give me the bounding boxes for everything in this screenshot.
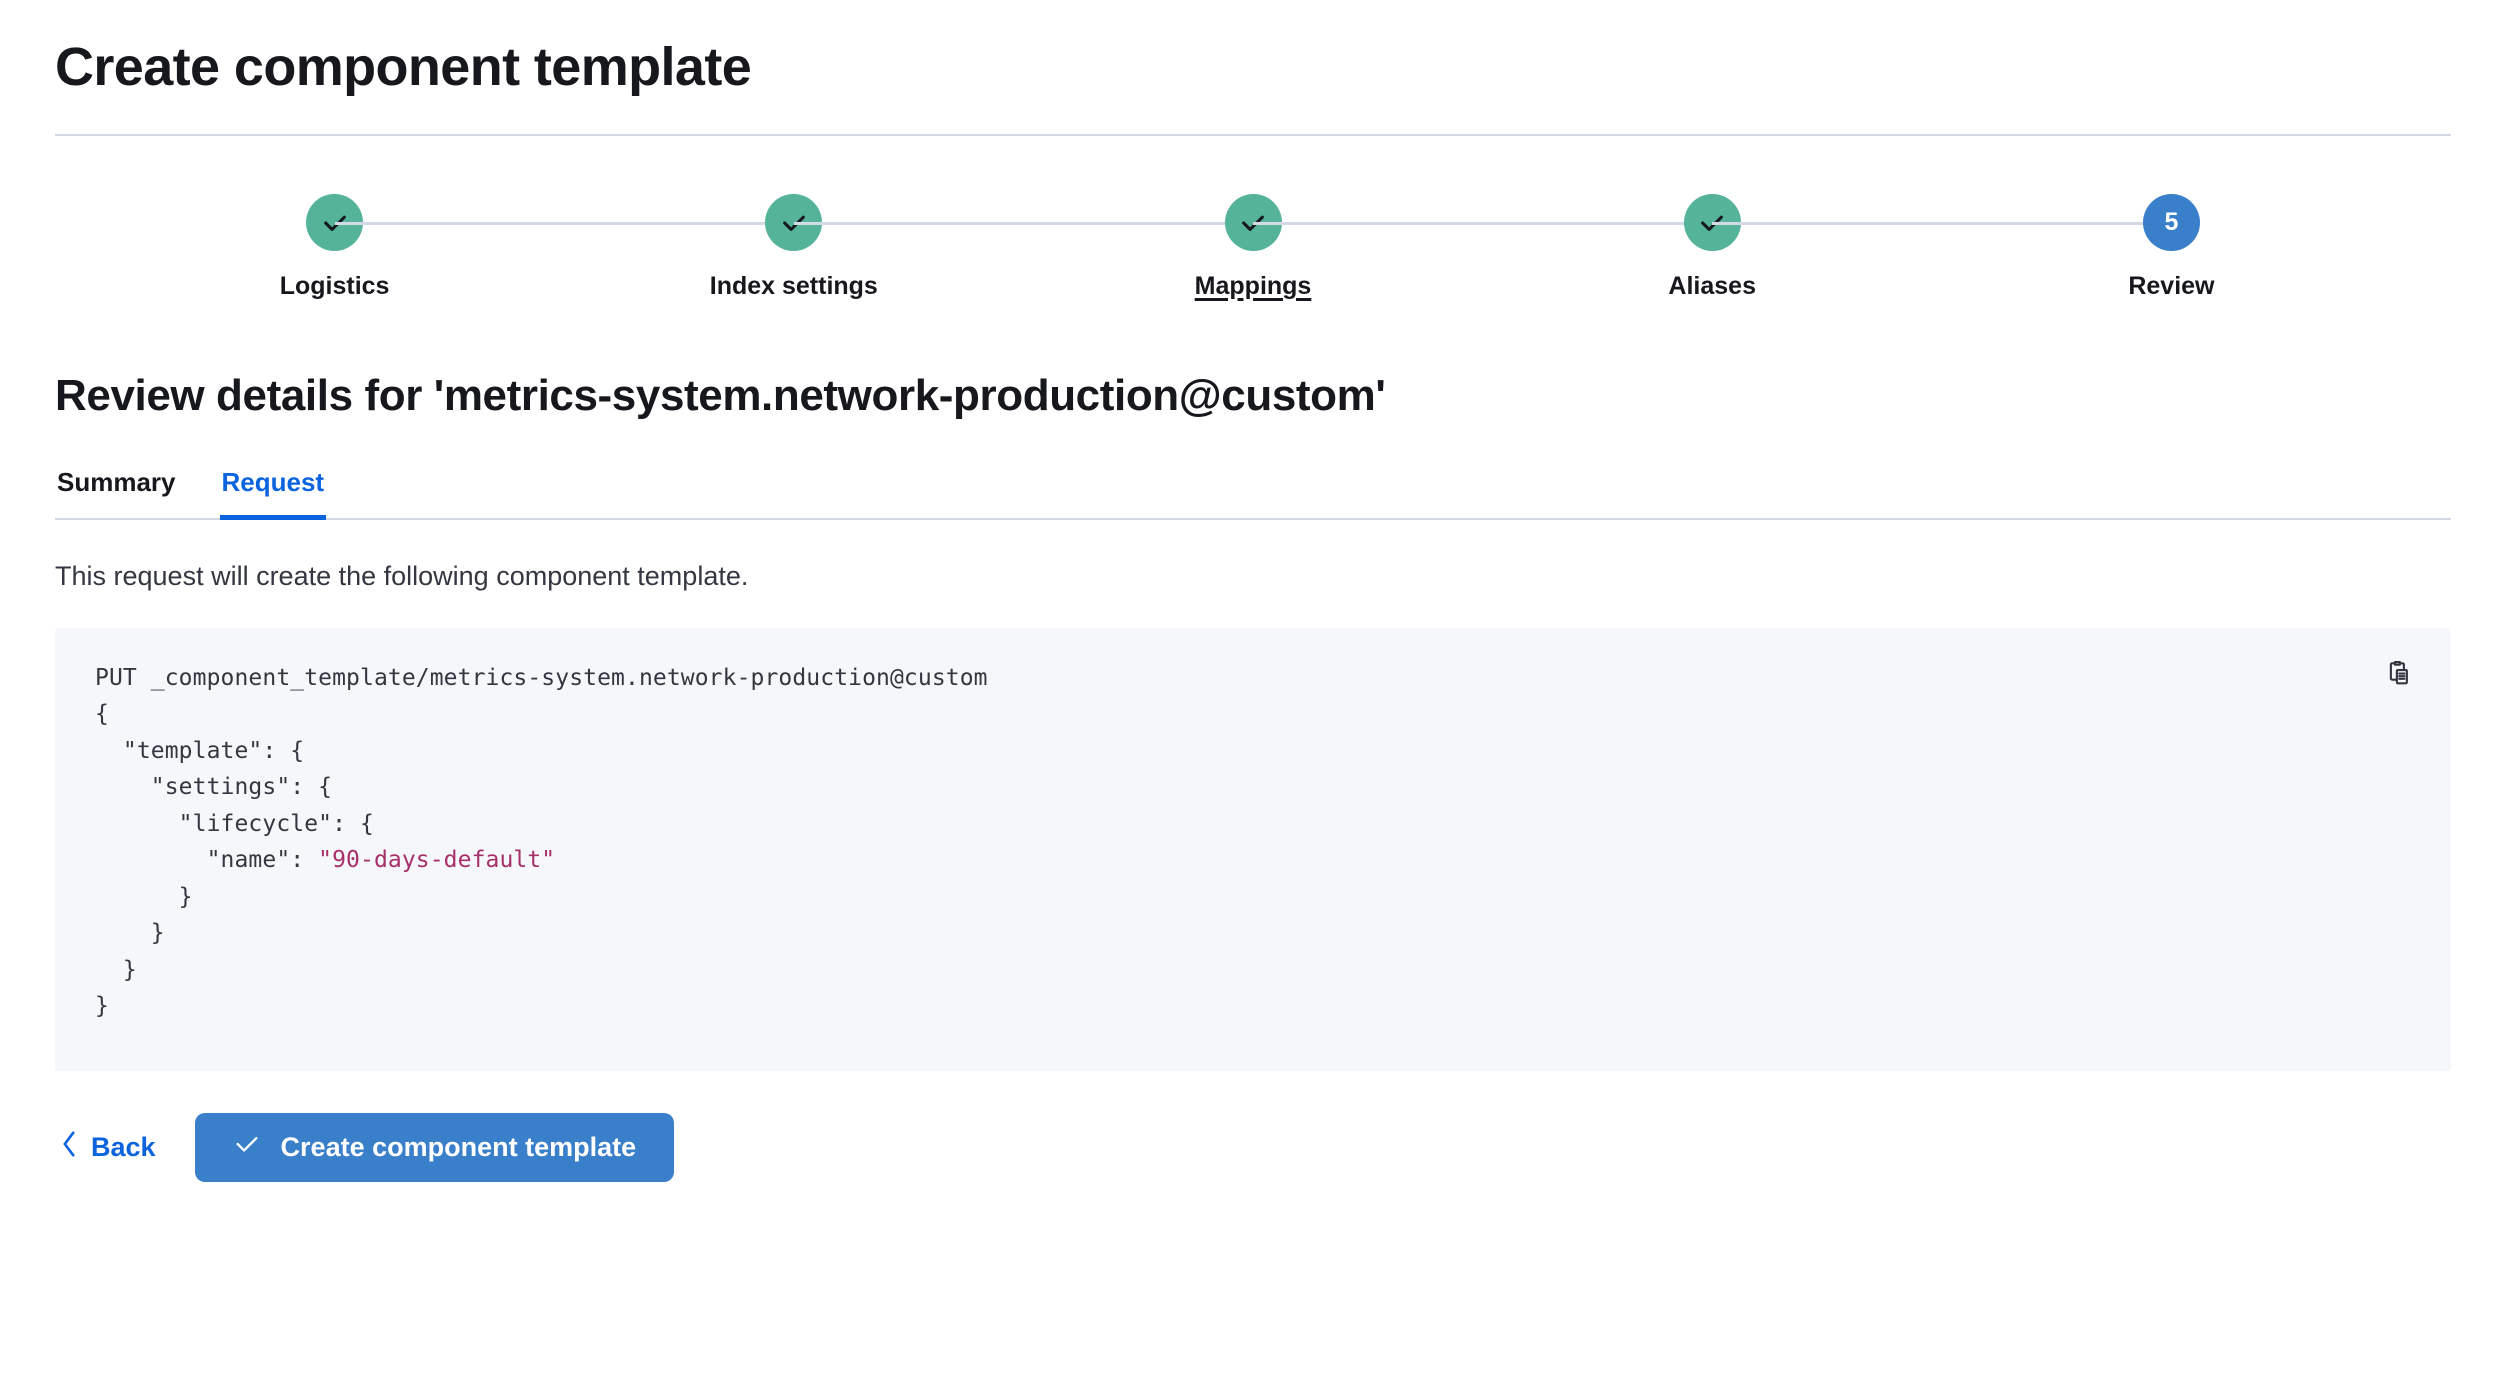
code-line-close-1: }: [95, 883, 193, 910]
request-code-content: PUT _component_template/metrics-system.n…: [95, 660, 2411, 1025]
page-title: Create component template: [55, 37, 752, 97]
request-description: This request will create the following c…: [55, 561, 749, 592]
header-divider: [55, 134, 2451, 137]
code-line-close-4: }: [95, 993, 109, 1020]
code-line-request: PUT _component_template/metrics-system.n…: [95, 664, 988, 691]
stepper-step-index-settings[interactable]: Index settings: [334, 194, 1023, 301]
code-line-settings: "settings": {: [95, 774, 333, 801]
chevron-left-icon: [59, 1130, 79, 1165]
tab-summary[interactable]: Summary: [55, 467, 178, 520]
wizard-actions: Back Create component template: [55, 1112, 2451, 1182]
code-line-close-2: }: [95, 920, 165, 947]
review-tabs: Summary Request: [55, 467, 2451, 521]
check-icon: [233, 1130, 261, 1165]
tab-request[interactable]: Request: [219, 467, 327, 521]
review-heading: Review details for 'metrics-system.netwo…: [55, 371, 1386, 421]
back-button-label: Back: [91, 1131, 156, 1162]
stepper-step-aliases[interactable]: Aliases: [1252, 194, 1942, 301]
stepper-step-mappings[interactable]: Mappings: [793, 194, 1482, 301]
stepper-label-mappings[interactable]: Mappings: [1194, 272, 1312, 301]
code-line-name-key: "name":: [95, 847, 319, 874]
request-code-block: PUT _component_template/metrics-system.n…: [55, 627, 2451, 1071]
stepper-label-review[interactable]: Review: [2128, 272, 2215, 301]
create-component-template-label: Create component template: [280, 1131, 637, 1162]
check-icon: [1239, 209, 1267, 237]
step-status-circle-review[interactable]: 5: [2142, 194, 2200, 252]
code-line-close-3: }: [95, 956, 137, 983]
create-component-template-button[interactable]: Create component template: [194, 1112, 675, 1182]
check-icon: [780, 209, 808, 237]
stepper-step-review[interactable]: 5 Review: [1712, 194, 2401, 301]
check-icon: [1698, 209, 1726, 237]
code-line-open-root: {: [95, 701, 109, 728]
stepper-label-logistics[interactable]: Logistics: [279, 272, 390, 301]
stepper-label-aliases[interactable]: Aliases: [1668, 272, 1756, 301]
check-icon: [321, 209, 349, 237]
wizard-stepper: Logistics Index settings Mappings: [55, 194, 2451, 301]
code-line-name-value: "90-days-default": [318, 847, 556, 874]
stepper-step-logistics[interactable]: Logistics: [105, 194, 564, 301]
copy-clipboard-icon[interactable]: [2381, 656, 2415, 690]
code-line-template: "template": {: [95, 737, 305, 764]
stepper-label-index-settings[interactable]: Index settings: [709, 272, 878, 301]
back-button[interactable]: Back: [55, 1124, 160, 1171]
code-line-lifecycle: "lifecycle": {: [95, 810, 374, 837]
